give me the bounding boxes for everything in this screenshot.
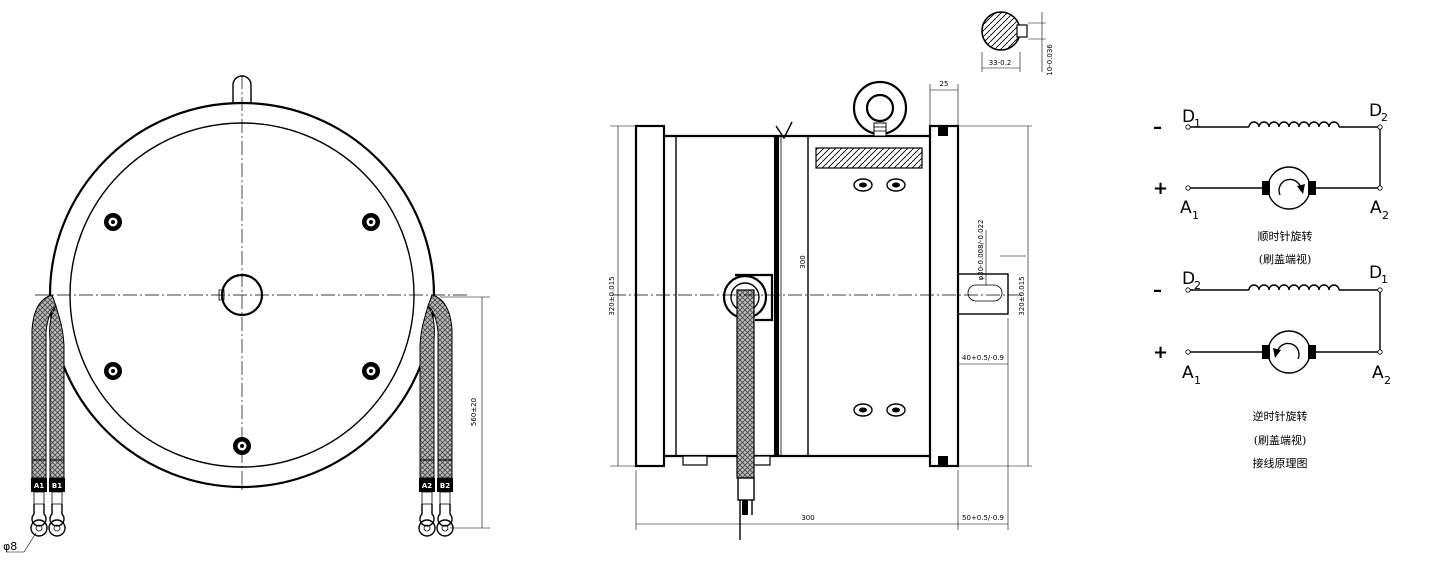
shaft bbox=[957, 273, 1009, 315]
front-view: A1 B1 A2 B2 560±20 φ8 bbox=[3, 75, 490, 553]
overall-length-dimension: 300 bbox=[801, 514, 814, 522]
housing-dia-dimension: 320±0.015 bbox=[608, 276, 616, 315]
left-cables bbox=[30, 294, 66, 537]
side-cable bbox=[722, 273, 774, 540]
s1-minus-sign: – bbox=[1153, 117, 1162, 138]
right-flange bbox=[928, 124, 960, 468]
s1-d-left-sub: 1 bbox=[1194, 117, 1201, 130]
s2-rotation-arrow bbox=[1276, 342, 1300, 360]
s2-a-right-label: A bbox=[1372, 363, 1384, 383]
shaft-keyway bbox=[967, 284, 1003, 302]
s1-a-left-label: A bbox=[1180, 198, 1192, 218]
left-flange bbox=[634, 124, 666, 468]
right-cables bbox=[418, 294, 454, 537]
s1-plus-sign: + bbox=[1153, 178, 1168, 199]
bolt-holes bbox=[104, 213, 380, 455]
s2-a-left-sub: 1 bbox=[1194, 374, 1201, 387]
s1-d-right-sub: 2 bbox=[1381, 111, 1388, 124]
nameplate bbox=[815, 147, 923, 169]
s2-plus-sign: + bbox=[1153, 342, 1168, 363]
s2-note: (刷盖端视) bbox=[1254, 433, 1307, 447]
s2-d-right-label: D bbox=[1369, 263, 1382, 283]
hole-diameter-dimension: φ8 bbox=[3, 540, 17, 553]
key-width-dimension: 33-0.2 bbox=[989, 59, 1012, 67]
key-section: 33-0.2 10-0.036 bbox=[981, 11, 1054, 76]
flange-dia-dimension: 320±0.015 bbox=[1018, 276, 1026, 315]
s1-d-right-label: D bbox=[1369, 101, 1382, 121]
s1-a-left-sub: 1 bbox=[1192, 209, 1199, 222]
s2-field-coil bbox=[1248, 284, 1340, 291]
s2-d-left-sub: 2 bbox=[1194, 279, 1201, 292]
s2-d-left-label: D bbox=[1182, 269, 1195, 289]
s1-rotation-arrow bbox=[1278, 178, 1302, 196]
shaft-extension-dimension: 50+0.5/-0.9 bbox=[962, 514, 1004, 522]
s2-a-right-sub: 2 bbox=[1384, 374, 1391, 387]
s1-caption: 顺时针旋转 bbox=[1258, 229, 1313, 243]
s2-a-left-label: A bbox=[1182, 363, 1194, 383]
brush-ring-band bbox=[774, 136, 779, 456]
terminal-a1-tag: A1 bbox=[34, 482, 44, 490]
terminal-b1-tag: B1 bbox=[52, 482, 62, 490]
body-height-dimension: 300 bbox=[799, 255, 807, 268]
terminal-a2-tag: A2 bbox=[422, 482, 432, 490]
shaft-length-dimension: 40+0.5/-0.9 bbox=[962, 354, 1004, 362]
cable-length-dimension: 560±20 bbox=[470, 398, 478, 426]
body-bolts bbox=[853, 178, 906, 417]
s1-note: (刷盖端视) bbox=[1259, 252, 1312, 266]
shaft-diameter-dimension: φ30-0.008/-0.022 bbox=[977, 219, 985, 280]
s2-d-right-sub: 1 bbox=[1381, 273, 1388, 286]
s1-a-right-label: A bbox=[1370, 198, 1382, 218]
wiring-diagram-title: 接线原理图 bbox=[1253, 456, 1308, 470]
schematic-clockwise: – + D 1 D 2 A 1 A 2 顺时针旋转 (刷盖端视) bbox=[1153, 101, 1389, 266]
eye-bolt bbox=[852, 80, 908, 137]
side-view: 320±0.015 300 300 50+0.5/-0.9 40+0.5/-0.… bbox=[608, 80, 1032, 540]
s1-d-left-label: D bbox=[1182, 107, 1195, 127]
flange-thickness-dimension: 25 bbox=[940, 80, 949, 88]
s1-field-coil bbox=[1248, 121, 1340, 128]
s2-minus-sign: – bbox=[1153, 280, 1162, 301]
terminal-b2-tag: B2 bbox=[440, 482, 450, 490]
s1-a-right-sub: 2 bbox=[1382, 209, 1389, 222]
s2-caption: 逆时针旋转 bbox=[1253, 409, 1308, 423]
schematic-counterclockwise: – + D 2 D 1 A 1 A 2 逆时针旋转 (刷盖端视) bbox=[1153, 263, 1391, 447]
key-height-dimension: 10-0.036 bbox=[1046, 44, 1054, 76]
